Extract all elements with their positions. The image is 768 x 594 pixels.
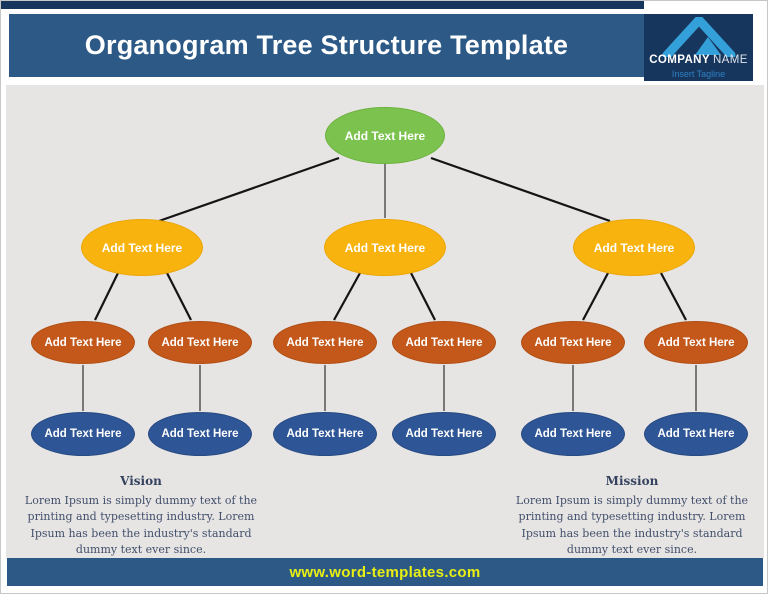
org-node-l3-3[interactable]: Add Text Here xyxy=(273,321,377,364)
mission-body: Lorem Ipsum is simply dummy text of the … xyxy=(515,493,749,557)
org-node-l3-6[interactable]: Add Text Here xyxy=(644,321,748,364)
title-band: Organogram Tree Structure Template xyxy=(9,14,644,77)
org-node-l3-4[interactable]: Add Text Here xyxy=(392,321,496,364)
org-node-l2-3[interactable]: Add Text Here xyxy=(573,219,695,276)
org-node-l4-2[interactable]: Add Text Here xyxy=(148,412,252,456)
org-node-l2-1[interactable]: Add Text Here xyxy=(81,219,203,276)
vision-body: Lorem Ipsum is simply dummy text of the … xyxy=(24,493,258,557)
org-node-l3-2[interactable]: Add Text Here xyxy=(148,321,252,364)
org-node-l4-1[interactable]: Add Text Here xyxy=(31,412,135,456)
org-node-l4-4[interactable]: Add Text Here xyxy=(392,412,496,456)
logo-tagline: Insert Tagline xyxy=(671,69,726,79)
org-node-l2-2[interactable]: Add Text Here xyxy=(324,219,446,276)
org-node-l4-6[interactable]: Add Text Here xyxy=(644,412,748,456)
org-node-l4-5[interactable]: Add Text Here xyxy=(521,412,625,456)
org-node-l4-3[interactable]: Add Text Here xyxy=(273,412,377,456)
mission-section: Mission Lorem Ipsum is simply dummy text… xyxy=(512,473,752,559)
footer-link[interactable]: www.word-templates.com xyxy=(289,563,481,581)
vision-heading: Vision xyxy=(120,474,162,488)
company-name-rest: NAME xyxy=(712,54,748,66)
page-title: Organogram Tree Structure Template xyxy=(84,30,569,60)
org-node-l3-1[interactable]: Add Text Here xyxy=(31,321,135,364)
mountain-logo-icon xyxy=(662,17,735,57)
mission-heading: Mission xyxy=(605,474,659,488)
company-name-bold: COMPANY xyxy=(649,54,710,66)
vision-section: Vision Lorem Ipsum is simply dummy text … xyxy=(21,473,261,559)
org-node-root[interactable]: Add Text Here xyxy=(325,107,445,164)
org-node-l3-5[interactable]: Add Text Here xyxy=(521,321,625,364)
top-border-strip xyxy=(1,1,644,9)
footer-bar: www.word-templates.com xyxy=(7,558,763,586)
